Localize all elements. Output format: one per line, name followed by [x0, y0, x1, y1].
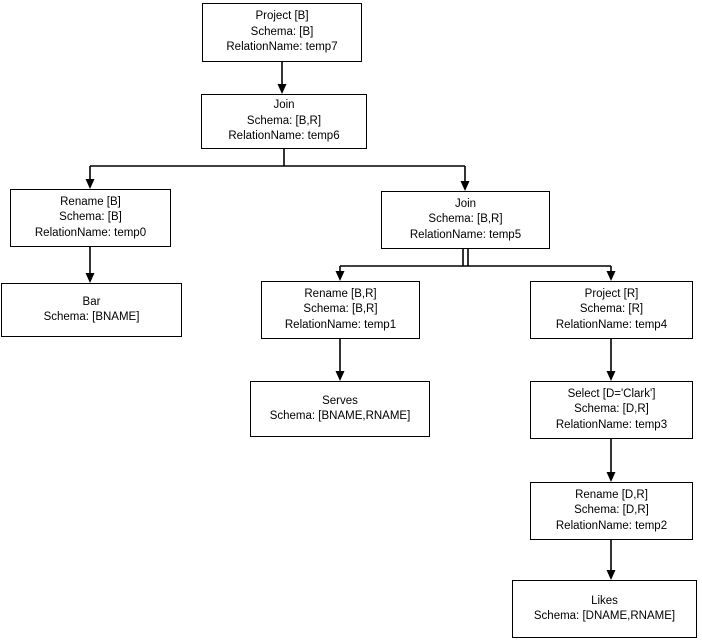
edge-temp6-split	[85, 149, 470, 191]
node-line: Schema: [B]	[59, 211, 122, 224]
join-temp6-node[interactable]: Join Schema: [B,R] RelationName: temp6	[201, 94, 367, 149]
node-line: Schema: [R]	[579, 303, 644, 316]
node-line: Bar	[82, 295, 101, 308]
node-line: Schema: [D,R]	[574, 504, 649, 517]
rename-temp1-node[interactable]: Rename [B,R] Schema: [B,R] RelationName:…	[261, 281, 420, 339]
rename-temp2-node[interactable]: Rename [D,R] Schema: [D,R] RelationName:…	[530, 482, 693, 540]
node-line: RelationName: temp2	[555, 519, 668, 532]
relation-bar-node[interactable]: Bar Schema: [BNAME]	[1, 283, 182, 337]
edge-temp0-to-bar	[85, 247, 95, 283]
project-temp7-node[interactable]: Project [B] Schema: [B] RelationName: te…	[202, 3, 362, 62]
node-line: RelationName: temp7	[226, 41, 338, 54]
node-line: Join	[273, 99, 295, 112]
project-temp4-node[interactable]: Project [R] Schema: [R] RelationName: te…	[530, 281, 693, 339]
node-line: Rename [B,R]	[304, 287, 377, 300]
node-line: Schema: [B,R]	[303, 303, 378, 316]
node-line: Rename [D,R]	[575, 488, 648, 501]
node-line: RelationName: temp4	[555, 318, 668, 331]
node-line: Schema: [DNAME,RNAME]	[533, 610, 676, 622]
node-line: Rename [B]	[60, 195, 121, 208]
node-line: Project [B]	[255, 10, 309, 23]
node-line: Schema: [BNAME]	[43, 311, 140, 323]
edge-temp1-to-serves	[335, 339, 345, 381]
node-line: Project [R]	[584, 287, 639, 300]
node-line: RelationName: temp1	[284, 318, 397, 331]
node-line: Likes	[591, 594, 618, 607]
node-line: Schema: [D,R]	[574, 403, 649, 416]
edge-temp2-to-likes	[606, 540, 616, 580]
node-line: Join	[454, 197, 477, 210]
node-line: Schema: [BNAME,RNAME]	[269, 410, 411, 422]
edge-temp5-split	[335, 249, 616, 281]
select-temp3-node[interactable]: Select [D='Clark'] Schema: [D,R] Relatio…	[530, 381, 693, 439]
node-line: Schema: [B,R]	[246, 114, 322, 127]
node-line: Select [D='Clark']	[567, 387, 656, 400]
node-line: RelationName: temp0	[34, 226, 147, 239]
node-line: RelationName: temp6	[228, 130, 340, 143]
rename-temp0-node[interactable]: Rename [B] Schema: [B] RelationName: tem…	[10, 189, 171, 247]
node-line: Serves	[322, 394, 358, 407]
edge-temp7-to-temp6	[277, 62, 287, 94]
relation-serves-node[interactable]: Serves Schema: [BNAME,RNAME]	[250, 381, 430, 437]
edge-temp3-to-temp2	[606, 439, 616, 482]
edge-temp4-to-temp3	[606, 339, 616, 381]
node-line: RelationName: temp5	[409, 228, 522, 241]
relation-likes-node[interactable]: Likes Schema: [DNAME,RNAME]	[512, 580, 697, 638]
node-line: Schema: [B,R]	[428, 213, 503, 226]
node-line: Schema: [B]	[250, 25, 314, 38]
node-line: RelationName: temp3	[555, 418, 668, 431]
join-temp5-node[interactable]: Join Schema: [B,R] RelationName: temp5	[381, 191, 550, 249]
